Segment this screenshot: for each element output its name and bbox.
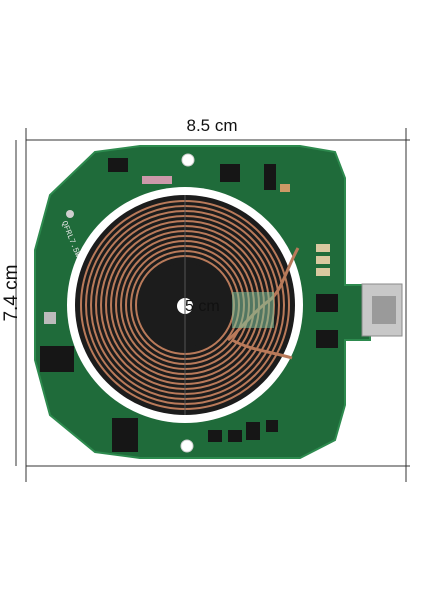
coil-dimension-label: 5 cm <box>185 298 220 315</box>
components <box>40 158 338 452</box>
width-dimension-label: 8.5 cm <box>186 116 238 135</box>
dimension-lines <box>15 128 410 482</box>
height-dimension-label: 7.4 cm <box>1 264 22 322</box>
charging-coil <box>67 187 303 423</box>
